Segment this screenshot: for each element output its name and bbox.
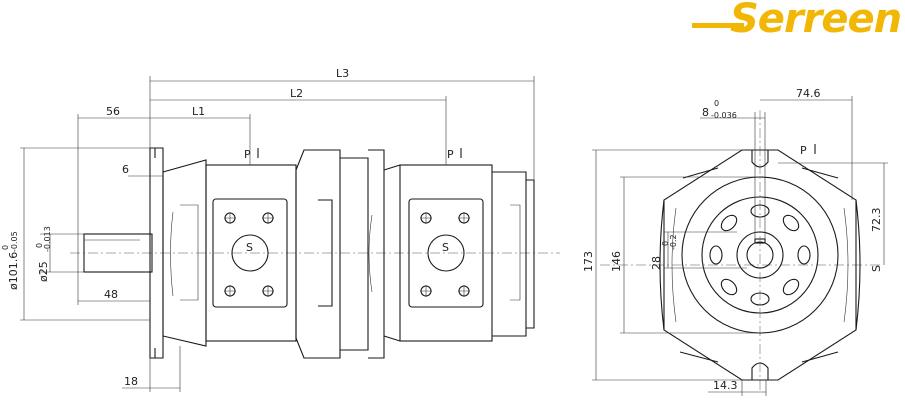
end-flange-right xyxy=(855,199,861,331)
end-flange-corners xyxy=(679,167,839,363)
dim-28-tol-top: 0 xyxy=(661,241,670,246)
shaft-key xyxy=(754,238,766,244)
dim-l1: L1 xyxy=(192,105,205,118)
dim-6: 6 xyxy=(122,163,129,176)
brand-bar xyxy=(692,23,744,28)
rear-cover xyxy=(492,171,527,337)
mount-flange xyxy=(149,147,164,359)
dim-28-tol-bot: -0.2 xyxy=(669,234,678,250)
ring-bolt-4 xyxy=(782,278,800,296)
dim-l3: L3 xyxy=(336,67,349,80)
suction-port-1 xyxy=(231,234,269,272)
dim-flange-dia: ø101.6 xyxy=(7,252,20,290)
adapter-slot-1 xyxy=(318,199,333,307)
adapter-2 xyxy=(340,157,369,351)
ring-bolt-3 xyxy=(797,245,811,265)
dim-key-tol-top: 0 xyxy=(714,99,719,108)
front-cover-recess xyxy=(170,211,174,297)
dim-18: 18 xyxy=(124,375,138,388)
dim-shaft-dia: ø25 xyxy=(37,261,50,282)
front-cover xyxy=(162,159,207,347)
dim-14-3: 14.3 xyxy=(713,379,738,392)
ring-bolt-2 xyxy=(782,214,800,232)
dim-74-6: 74.6 xyxy=(796,87,821,100)
adapter-3 xyxy=(368,149,385,359)
dim-shaft-tol-top: 0 xyxy=(35,243,44,248)
port-plate-1 xyxy=(212,198,288,308)
side-view: P S P S L3 L2 L1 56 6 48 18 xyxy=(1,67,560,392)
end-flange xyxy=(663,149,857,381)
ring-bolt-8 xyxy=(720,214,738,232)
front-cover-inner xyxy=(180,204,199,301)
ring-bolt-6 xyxy=(720,278,738,296)
adapter-1 xyxy=(295,149,341,359)
port-s-label-1: S xyxy=(246,241,253,254)
pilot-mid xyxy=(701,196,819,314)
dim-56: 56 xyxy=(106,105,120,118)
brand-name: Serreen xyxy=(730,0,902,42)
dim-key-tol-bot: -0.036 xyxy=(711,111,737,120)
dim-173: 173 xyxy=(582,251,595,272)
ring-bolt-1 xyxy=(750,204,770,218)
bolt-cross-1 xyxy=(224,212,274,297)
pilot-inner xyxy=(736,231,784,279)
slot-bottom xyxy=(751,362,769,380)
rear-cap xyxy=(526,179,535,329)
ring-bolt-7 xyxy=(709,245,723,265)
bolt-cross-2 xyxy=(420,212,470,297)
shaft xyxy=(83,233,153,273)
port-p-label-1: P xyxy=(244,148,251,161)
dim-flange-tol-bot: -0.05 xyxy=(10,231,19,252)
slot-top xyxy=(751,150,769,168)
shaft-end xyxy=(746,241,774,269)
end-view: P S 74.6 8 0 -0.036 72.3 173 146 28 0 xyxy=(582,87,888,396)
end-port-s-label: S xyxy=(870,265,883,272)
end-body-ribs xyxy=(671,207,849,323)
ring-bolt-5 xyxy=(750,292,770,306)
dim-l2: L2 xyxy=(290,87,303,100)
dim-72-3: 72.3 xyxy=(870,208,883,233)
dim-key-width: 8 xyxy=(702,106,709,119)
port-p-label-2: P xyxy=(447,148,454,161)
end-port-p-label: P xyxy=(800,144,807,157)
end-flange-left xyxy=(659,199,665,331)
port-s-label-2: S xyxy=(442,241,449,254)
dim-48: 48 xyxy=(104,288,118,301)
adapter-recess xyxy=(368,214,373,293)
rear-cover-inner xyxy=(510,204,521,301)
bolt-ring xyxy=(709,204,811,306)
dim-flange-tol-top: 0 xyxy=(1,245,10,250)
dim-146: 146 xyxy=(610,251,623,272)
port-plate-2 xyxy=(408,198,484,308)
brand-logo: Serreen xyxy=(692,0,904,50)
suction-port-2 xyxy=(427,234,465,272)
dim-28: 28 xyxy=(650,256,663,270)
body-joint xyxy=(383,164,401,342)
dim-shaft-tol-bot: -0.013 xyxy=(43,226,52,252)
